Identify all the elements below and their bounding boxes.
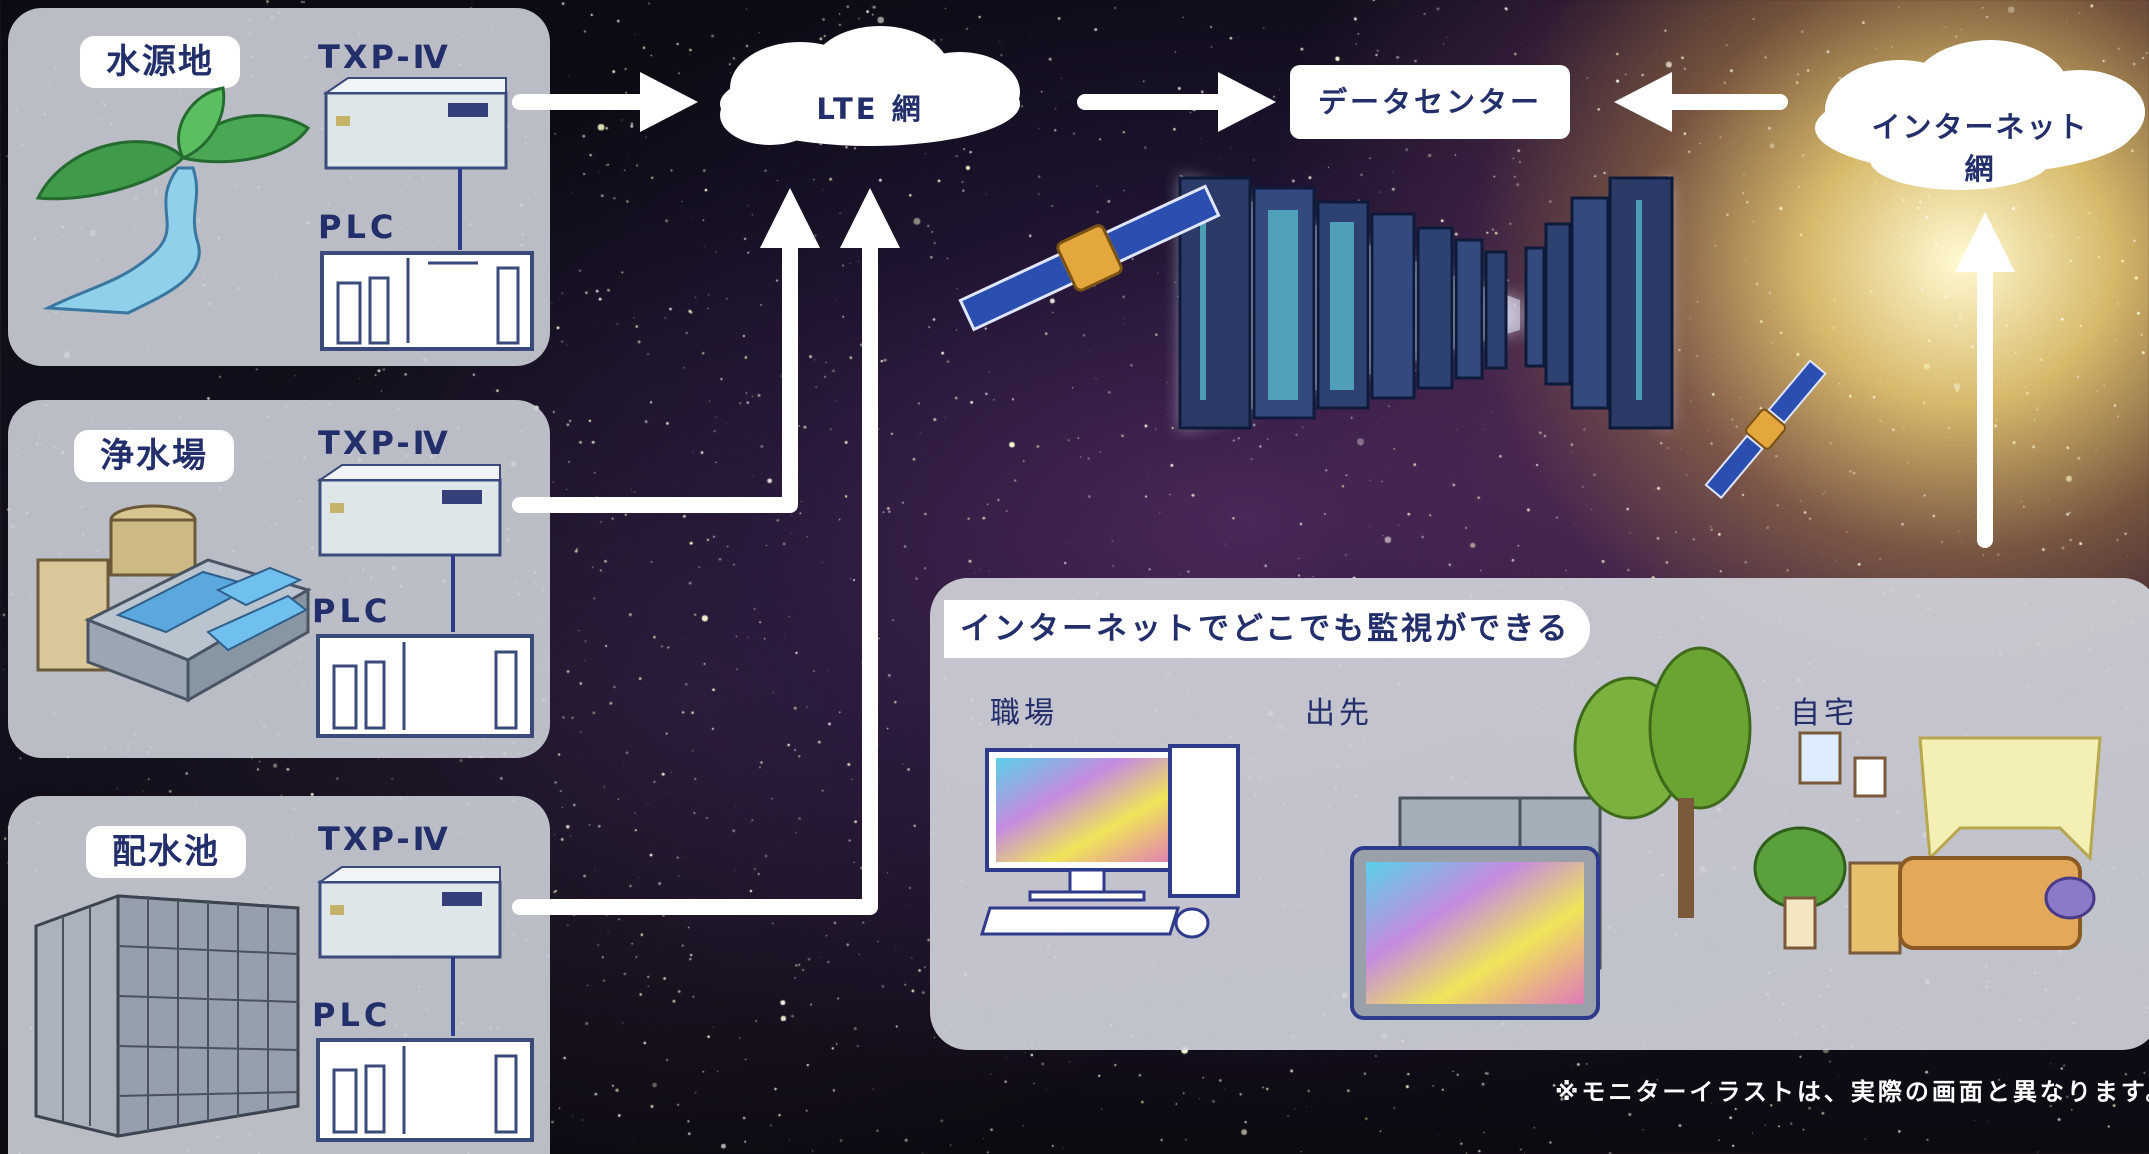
arrow-distribution-to-lte <box>512 232 878 915</box>
purification-illustration <box>36 504 312 703</box>
site-label-distribution: 配水池 <box>86 826 246 878</box>
txp-device-distribution <box>316 866 534 1142</box>
tablet-icon <box>1350 646 1752 1020</box>
location-label-workplace: 職場 <box>990 696 1058 731</box>
desktop-pc-icon <box>979 744 1240 939</box>
arrowhead <box>1955 212 2015 272</box>
device-label-txp: TXP-Ⅳ <box>318 424 451 462</box>
disclaimer-note: ※モニターイラストは、実際の画面と異なります。 <box>1555 1078 2149 1106</box>
internet-cloud-shape <box>1815 40 2145 190</box>
arrowhead <box>640 72 698 132</box>
monitoring-panel: インターネットでどこでも監視ができる 職場 出先 自宅 <box>930 578 2149 1050</box>
arrowhead <box>1614 72 1672 132</box>
distribution-tank-illustration <box>34 894 300 1138</box>
lte-cloud-label: LTE 網 <box>816 92 924 126</box>
arrowhead <box>840 188 900 248</box>
device-label-txp: TXP-Ⅳ <box>318 820 451 858</box>
monitoring-heading: インターネットでどこでも監視ができる <box>944 600 1591 658</box>
home-living-room-icon <box>1753 731 2102 955</box>
internet-cloud-label: インターネット網 <box>1871 110 2089 186</box>
site-label-purification: 浄水場 <box>74 430 234 482</box>
site-label-source: 水源地 <box>80 36 240 88</box>
txp-device-source <box>320 77 534 351</box>
site-panel-distribution: 配水池 TXP-Ⅳ PLC <box>8 796 550 1154</box>
source-illustration <box>35 86 311 315</box>
device-label-txp: TXP-Ⅳ <box>318 38 451 76</box>
location-label-home: 自宅 <box>1790 696 1858 731</box>
site-panel-purification: 浄水場 TXP-Ⅳ PLC <box>8 400 550 758</box>
plc-label: PLC <box>312 996 392 1034</box>
plc-label: PLC <box>312 592 392 630</box>
site-panel-source: 水源地 TXP-Ⅳ PLC <box>8 8 550 366</box>
plc-label: PLC <box>318 208 398 246</box>
arrow-purification-to-lte <box>512 232 798 513</box>
arrowhead <box>1218 72 1276 132</box>
datacenter-label: データセンター <box>1290 65 1570 139</box>
arrowhead <box>760 188 820 248</box>
txp-device-purification <box>316 464 534 738</box>
location-label-outside: 出先 <box>1305 696 1373 731</box>
